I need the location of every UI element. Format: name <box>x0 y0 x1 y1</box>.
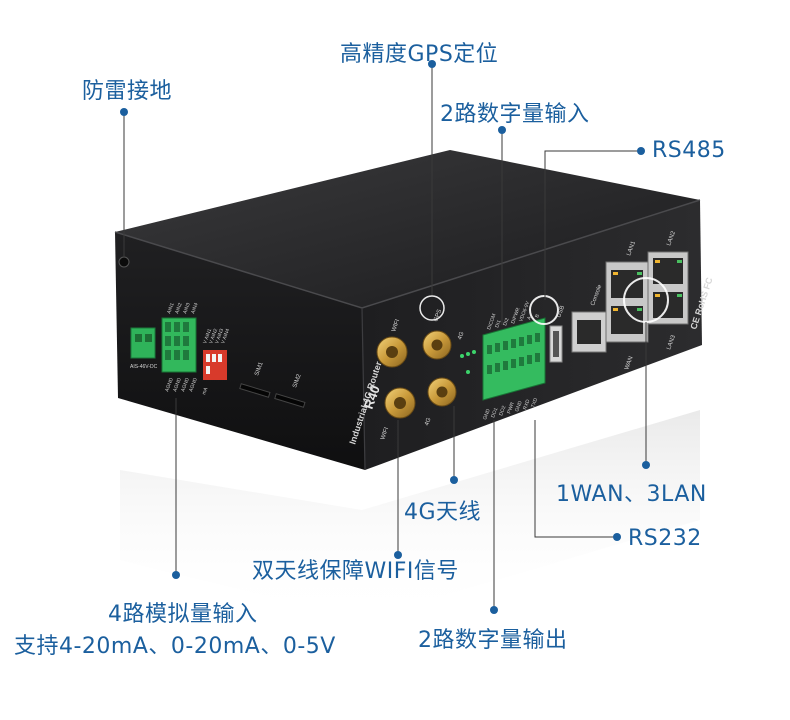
sim2-slot <box>274 393 306 408</box>
svg-text:GND: GND <box>482 408 492 421</box>
4g-left-label: 4G <box>424 417 432 427</box>
switch-labels: mA V AIN1 V AIN2 V AIN3 V AIN4 <box>201 328 231 396</box>
svg-text:PWR: PWR <box>506 401 516 414</box>
svg-text:AIN3: AIN3 <box>182 302 192 315</box>
highlight-gps <box>419 295 445 321</box>
power-label: AIS-46V-DC <box>130 364 158 370</box>
agnd-labels: AGND AGND AGND AGND <box>164 377 199 393</box>
analog-terminal-block <box>161 317 197 373</box>
svg-text:V AIN1: V AIN1 <box>202 328 213 345</box>
svg-text:DI2: DI2 <box>502 317 510 327</box>
svg-text:RXD: RXD <box>522 398 531 410</box>
callout-lightning: 防雷接地 <box>82 79 173 104</box>
svg-text:V AIN2: V AIN2 <box>208 328 219 345</box>
4g-top-label: 4G <box>457 331 465 341</box>
svg-text:AGND: AGND <box>172 377 183 393</box>
svg-text:AIN2: AIN2 <box>174 302 184 315</box>
console-port <box>571 311 607 353</box>
router-top-face <box>115 150 700 308</box>
floor-reflection <box>120 410 700 620</box>
svg-text:TXD: TXD <box>530 397 539 409</box>
line-rs485 <box>544 150 641 300</box>
line-rs232 <box>534 420 617 538</box>
svg-text:GND: GND <box>514 400 524 413</box>
svg-text:mA: mA <box>201 386 209 396</box>
callout-dots <box>120 60 650 614</box>
svg-text:V AIN3: V AIN3 <box>214 328 225 345</box>
lan2-label: LAN2 <box>666 230 677 247</box>
wan-label: WAN <box>624 356 634 371</box>
usb-label: USB <box>556 305 566 319</box>
svg-text:V AIN4: V AIN4 <box>220 328 231 345</box>
svg-text:A: A <box>526 315 533 321</box>
callout-gps: 高精度GPS定位 <box>340 42 499 67</box>
lan1-label: LAN1 <box>626 240 637 257</box>
svg-text:DO2: DO2 <box>498 405 507 417</box>
antenna-connectors <box>376 330 457 419</box>
svg-text:DICOM: DICOM <box>486 313 497 331</box>
callout-lines <box>123 64 647 610</box>
svg-text:DO1: DO1 <box>490 407 499 419</box>
sim1-label: SIM1 <box>254 361 265 377</box>
wifi-top-label: WIFI <box>391 318 401 332</box>
sim1-slot <box>239 383 271 398</box>
callout-analog-in-spec: 支持4-20mA、0-20mA、0-5V <box>14 634 336 659</box>
ground-screw <box>118 256 130 268</box>
svg-text:DI1: DI1 <box>494 319 502 329</box>
svg-text:AGND: AGND <box>164 377 175 393</box>
power-terminal <box>130 327 156 359</box>
gps-label: GPS <box>433 309 443 323</box>
callout-4g-antenna: 4G天线 <box>404 500 482 525</box>
svg-text:AIN1: AIN1 <box>166 302 176 315</box>
callout-rs485: RS485 <box>652 138 726 163</box>
svg-text:AIN4: AIN4 <box>190 302 200 315</box>
callout-digital-out: 2路数字量输出 <box>418 628 568 653</box>
svg-text:AGND: AGND <box>180 377 191 393</box>
callout-analog-in-title: 4路模拟量输入 <box>108 602 258 627</box>
callout-wan-lan: 1WAN、3LAN <box>556 482 707 507</box>
lan3-label: LAN3 <box>666 334 677 351</box>
ain-labels: AIN1 AIN2 AIN3 AIN4 <box>166 302 200 315</box>
wifi-left-label: WIFI <box>380 426 390 440</box>
svg-text:DIPWR: DIPWR <box>510 307 521 325</box>
highlight-usb <box>529 295 559 325</box>
router-front-face <box>115 232 365 470</box>
callout-wifi-antenna: 双天线保障WIFI信号 <box>252 559 459 584</box>
svg-text:B: B <box>534 313 541 319</box>
sim2-label: SIM2 <box>292 373 303 389</box>
do-bottom-labels: GND DO1 DO2 PWR GND RXD TXD <box>482 397 539 421</box>
svg-text:AGND: AGND <box>188 377 199 393</box>
callout-rs232: RS232 <box>628 526 702 551</box>
digital-io-terminal <box>482 317 546 401</box>
callout-digital-in: 2路数字量输入 <box>440 102 590 127</box>
status-leds <box>460 350 476 374</box>
